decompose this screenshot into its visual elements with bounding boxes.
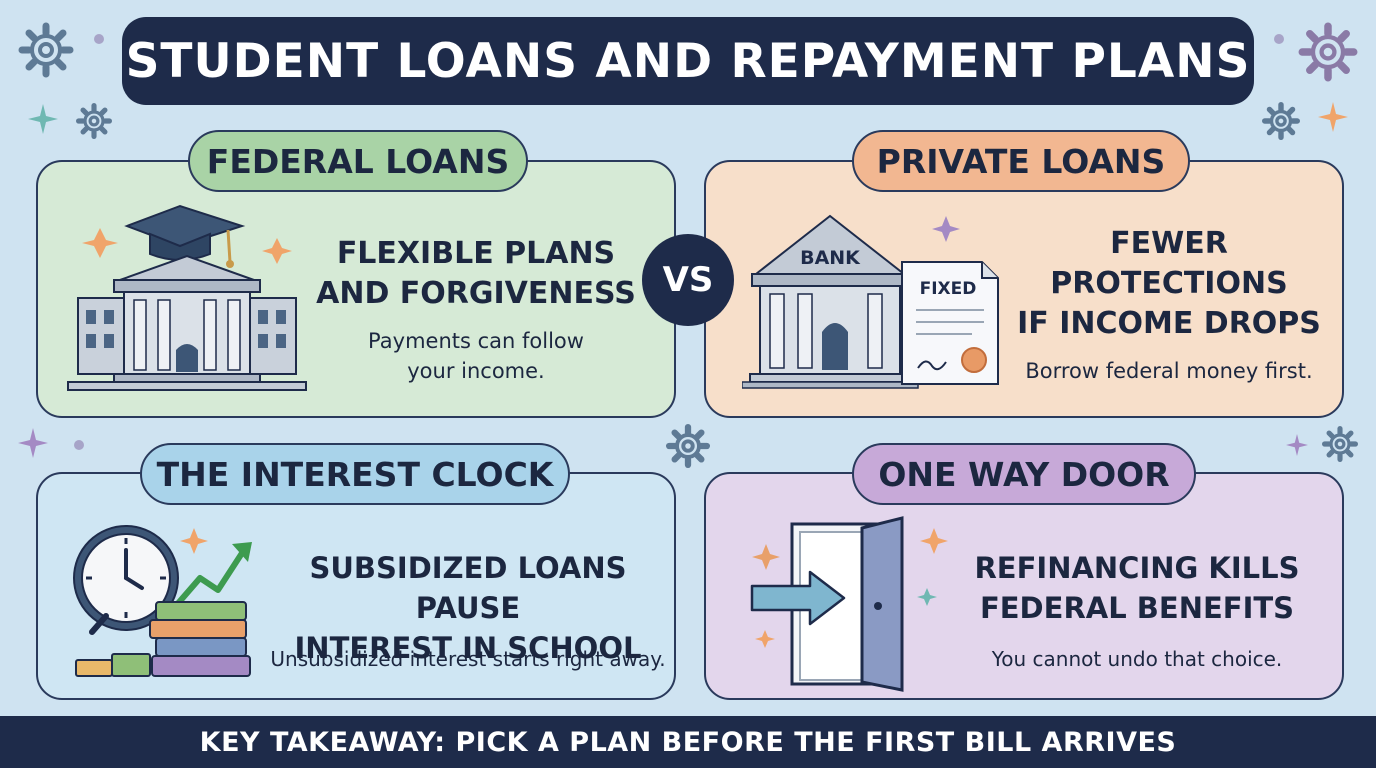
sparkle-icon [18,428,48,458]
dot-decoration [74,440,84,450]
private-body: Borrow federal money first. [1025,359,1313,383]
university-building-icon [67,204,307,391]
document-label: FIXED [920,279,977,299]
gear-icon [1322,426,1358,462]
clock-icon [73,525,252,677]
gear-icon [76,103,112,139]
one-way-door-label: ONE WAY DOOR [852,443,1196,505]
federal-body: Payments can follow your income. [368,329,584,383]
key-takeaway-text: KEY TAKEAWAY: PICK A PLAN BEFORE THE FIR… [199,726,1177,758]
vs-badge: VS [642,234,734,326]
private-heading: FEWER PROTECTIONS IF INCOME DROPS [1017,226,1321,341]
sparkle-icon [1318,102,1348,132]
federal-loans-label: FEDERAL LOANS [188,130,528,192]
title-banner: STUDENT LOANS AND REPAYMENT PLANS [122,17,1254,105]
gear-icon [18,22,74,78]
key-takeaway-bar: KEY TAKEAWAY: PICK A PLAN BEFORE THE FIR… [0,716,1376,768]
graduation-cap-icon [124,204,246,268]
bank-building-icon: BANK FIXED [742,214,999,389]
gear-icon [666,424,710,468]
gear-icon [1298,22,1358,82]
door-body: You cannot undo that choice. [991,647,1283,671]
dot-decoration [1274,34,1284,44]
door-heading: REFINANCING KILLS FEDERAL BENEFITS [974,551,1300,625]
gear-icon [1262,102,1300,140]
right-arrow-icon [750,570,846,626]
trend-arrow-icon [171,542,252,610]
open-door-icon [750,516,948,692]
contract-document-icon: FIXED [901,261,999,385]
dot-decoration [94,34,104,44]
federal-heading: FLEXIBLE PLANS AND FORGIVENESS [316,236,636,311]
interest-clock-label: THE INTEREST CLOCK [140,443,570,505]
private-loans-label: PRIVATE LOANS [852,130,1190,192]
clock-heading: SUBSIDIZED LOANS PAUSE INTEREST IN SCHOO… [294,551,642,665]
bank-sign: BANK [800,247,861,269]
clock-body: Unsubsidized interest starts right away. [270,647,666,671]
book-stack-icon [75,601,251,677]
sparkle-icon [28,104,58,134]
sparkle-icon [1286,434,1308,456]
page-title: STUDENT LOANS AND REPAYMENT PLANS [125,33,1251,89]
